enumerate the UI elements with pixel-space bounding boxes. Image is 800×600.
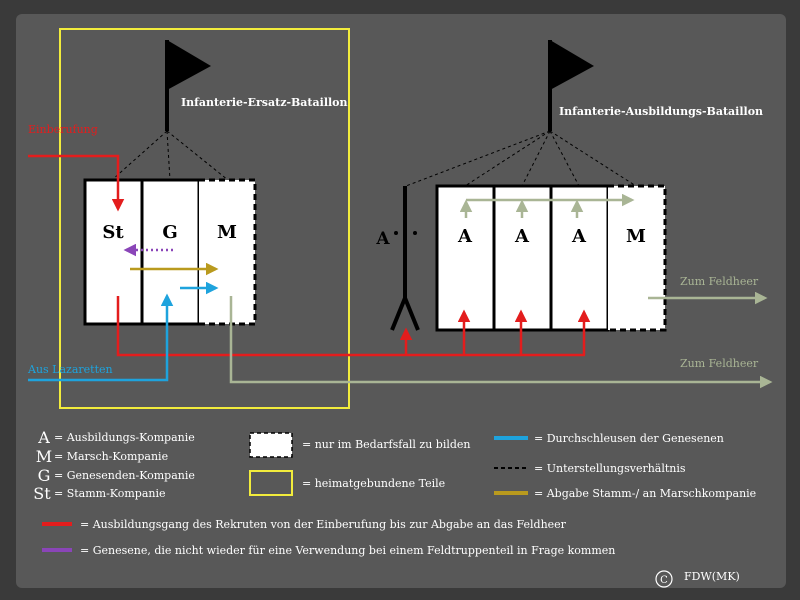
side-company-a: A: [375, 229, 390, 249]
legend-yellow-box: [249, 470, 293, 496]
einberufung-label: Einberufung: [28, 123, 98, 136]
legend-abgabe-text: = Abgabe Stamm-/ an Marschkompanie: [534, 487, 756, 500]
legend-abbr-m: M: [36, 447, 52, 466]
legend-durchschleusen-text: = Durchschleusen der Genesenen: [534, 432, 724, 445]
legend-lines: = Durchschleusen der Genesenen = Unterst…: [42, 432, 756, 557]
legend-abbr-st: St: [33, 484, 51, 503]
legend-dashed-box: [249, 432, 293, 458]
company-a-3: A: [571, 226, 587, 247]
legend-abbr-g: G: [38, 466, 51, 485]
legend-genesene-text: = Genesene, die nicht wieder für eine Ve…: [80, 544, 615, 557]
paper-background: [16, 14, 786, 588]
company-st: St: [102, 222, 124, 243]
copyright: C FDW(MK): [655, 570, 740, 588]
legend-text-g: = Genesenden-Kompanie: [54, 469, 195, 482]
legend-text-a: = Ausbildungs-Kompanie: [54, 431, 195, 444]
legend-abbr-a: A: [37, 428, 50, 447]
legend-heimat-text: = heimatgebundene Teile: [302, 477, 445, 490]
sage-flow: [229, 193, 773, 389]
ersatz-title: Infanterie-Ersatz-Bataillon: [181, 96, 348, 109]
ersatz-subordination-lines: [111, 130, 229, 181]
aus-lazaretten-label: Aus Lazaretten: [27, 363, 113, 376]
blue-flow: [28, 281, 219, 382]
legend-companies: A = Ausbildungs-Kompanie M = Marsch-Komp…: [33, 428, 195, 503]
red-flow: [28, 154, 591, 357]
company-a-1: A: [457, 226, 473, 247]
legend-unterstellung-text: = Unterstellungsverhältnis: [534, 462, 686, 475]
zum-feldheer-label-1: Zum Feldheer: [680, 275, 759, 288]
legend-ausbildungsgang-text: = Ausbildungsgang des Rekruten von der E…: [80, 518, 567, 531]
company-g: G: [162, 222, 177, 243]
legend-shapes: = nur im Bedarfsfall zu bilden = heimatg…: [249, 432, 471, 496]
legend-text-m: = Marsch-Kompanie: [54, 450, 168, 463]
zum-feldheer-label-2: Zum Feldheer: [680, 357, 759, 370]
ausbildung-title: Infanterie-Ausbildungs-Bataillon: [559, 105, 763, 118]
company-m-ersatz: M: [217, 222, 237, 243]
legend-text-st: = Stamm-Kompanie: [54, 487, 166, 500]
flag-icon: [165, 40, 211, 131]
legend-bedarf-text: = nur im Bedarfsfall zu bilden: [302, 438, 471, 451]
company-m-ausbildung: M: [626, 226, 646, 247]
ausbildung-subordination-lines: [405, 130, 637, 187]
ausbildung-companies: [435, 184, 667, 332]
heimat-frame: [59, 28, 350, 409]
fork-symbol-icon: [390, 186, 420, 331]
ersatz-companies: [83, 178, 257, 326]
copyright-icon: [655, 570, 673, 588]
company-a-2: A: [514, 226, 530, 247]
flag-icon: [548, 40, 594, 131]
copyright-text: FDW(MK): [684, 570, 740, 583]
copyright-symbol: C: [660, 575, 668, 586]
